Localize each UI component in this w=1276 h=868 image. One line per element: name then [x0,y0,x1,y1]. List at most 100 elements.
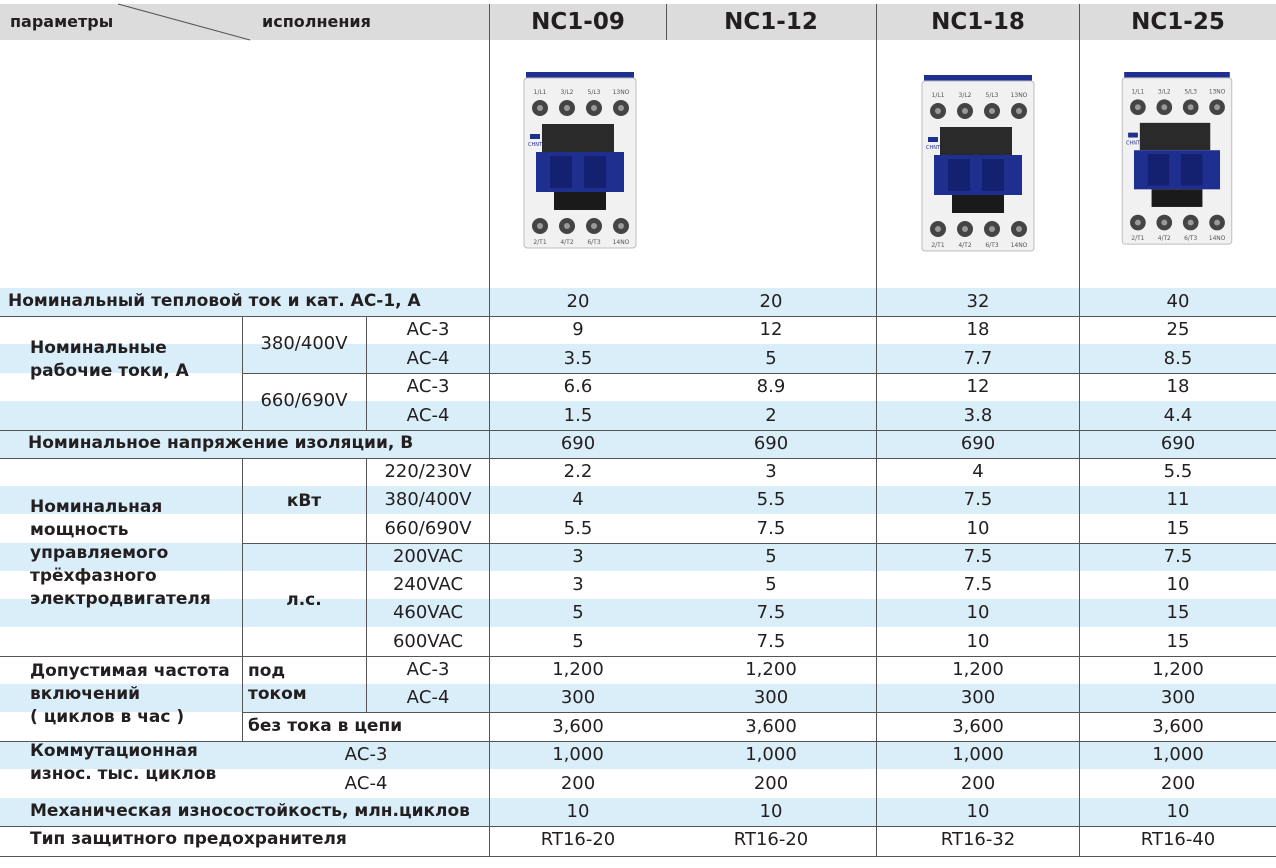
value-i380-ac4-0: 3.5 [563,347,593,369]
label-frequency-1: Допустимая частота [30,661,230,681]
value-hp600-2: 10 [966,630,990,652]
grid-line [242,543,1276,544]
value-freq-ac3-3: 1,200 [1152,659,1204,680]
value-comm-ac4-1: 200 [753,772,789,794]
row-band [0,288,1276,316]
value-i380-ac3-3: 25 [1166,319,1190,340]
model-nc1-12: NC1-12 [724,9,818,35]
terminal-label-top: 1/L1 [534,89,547,96]
value-comm-ac3-2: 1,000 [952,744,1004,765]
label-freq-ac4: АС-4 [406,687,450,708]
value-fuse-2: RT16-32 [940,829,1016,850]
label-commutation-2: износ. тыс. циклов [30,764,217,784]
params-label: параметры [10,12,114,31]
value-hp200-2: 7.5 [963,546,993,567]
label-under-load-1: под [248,661,286,681]
terminal-label-bottom: 14NO [613,239,630,246]
label-no-load: без тока в цепи [248,716,403,736]
value-freq-noload-2: 3,600 [952,715,1004,737]
value-thermal-3: 40 [1166,291,1190,312]
value-freq-noload-0: 3,600 [552,715,604,737]
label-660-ac4: АС-4 [406,404,450,426]
grid-line [242,712,1276,713]
grid-line [0,458,1276,459]
value-fuse-1: RT16-20 [733,829,809,850]
label-power-5: электродвигателя [30,589,211,609]
row-band [0,684,1276,712]
label-380v-b: 380/400V [384,489,472,510]
grid-line [366,656,367,712]
value-freq-ac4-3: 300 [1160,687,1196,708]
value-insulation-1: 690 [753,433,789,454]
label-comm-ac3: АС-3 [344,744,388,765]
grid-line [0,430,1276,431]
value-thermal-1: 20 [759,291,783,312]
value-i660-ac3-3: 18 [1166,376,1190,397]
terminal-label-top: 13NO [1011,92,1028,99]
value-hp600-1: 7.5 [756,630,786,652]
row-band [0,401,1276,430]
terminal-label-bottom: 6/T3 [1184,236,1197,242]
label-working-currents-1: Номинальные [30,338,167,358]
value-hp200-0: 3 [572,546,584,567]
value-mechanical-0: 10 [566,801,590,822]
terminal-label-top: 5/L3 [986,92,999,99]
label-380-ac4: АС-4 [406,347,450,369]
terminal-label-bottom: 6/T3 [985,242,999,249]
value-thermal-0: 20 [566,291,590,312]
value-freq-noload-1: 3,600 [745,715,797,737]
grid-line [366,458,367,656]
label-working-currents-2: рабочие токи, А [30,361,189,381]
label-460vac: 460VAC [392,602,464,623]
value-i660-ac4-3: 4.4 [1163,404,1193,426]
label-power-2: мощность [30,520,129,540]
label-power-4: трёхфазного [30,566,157,586]
value-kw380-2: 7.5 [963,489,993,510]
value-hp460-3: 15 [1166,602,1190,623]
brand-logo: CHNT [1126,140,1140,146]
row-band [0,344,1276,373]
value-kw380-0: 4 [572,489,584,510]
value-i660-ac3-0: 6.6 [563,376,593,397]
value-i660-ac3-1: 8.9 [756,376,786,397]
value-comm-ac4-2: 200 [960,772,996,794]
grid-line [0,316,1276,317]
label-power-3: управляемого [30,543,169,563]
terminal-label-top: 13NO [613,89,630,96]
table-header [0,4,1276,40]
model-nc1-09: NC1-09 [531,9,625,35]
value-kw220-1: 3 [765,461,777,482]
value-mechanical-3: 10 [1166,801,1190,822]
row-band [0,543,1276,571]
value-hp200-1: 5 [765,546,777,567]
grid-line [242,373,1276,374]
terminal-label-bottom: 4/T2 [1158,236,1171,242]
label-freq-ac3: АС-3 [406,659,450,680]
grid-line [242,458,243,656]
terminal-label-top: 13NO [1209,90,1226,96]
value-hp460-0: 5 [572,602,584,623]
versions-label: исполнения [262,12,371,31]
brand-logo: CHNT [528,142,543,148]
value-kw220-0: 2.2 [563,461,593,482]
label-insulation: Номинальное напряжение изоляции, В [28,433,414,453]
value-comm-ac3-1: 1,000 [745,744,797,765]
value-kw380-1: 5.5 [756,489,786,510]
value-kw220-2: 4 [972,461,984,482]
value-i660-ac4-0: 1.5 [563,404,593,426]
label-220v: 220/230V [384,461,472,482]
value-freq-noload-3: 3,600 [1152,715,1204,737]
header-diagonal [117,3,251,41]
terminal-label-bottom: 4/T2 [958,242,972,249]
label-380v: 380/400V [260,333,348,354]
value-i380-ac3-0: 9 [572,319,584,340]
terminal-label-top: 5/L3 [588,89,601,96]
row-band [0,599,1276,627]
terminal-label-bottom: 4/T2 [560,239,574,246]
value-freq-ac3-1: 1,200 [745,659,797,680]
model-nc1-18: NC1-18 [931,9,1025,35]
grid-line [0,656,1276,657]
